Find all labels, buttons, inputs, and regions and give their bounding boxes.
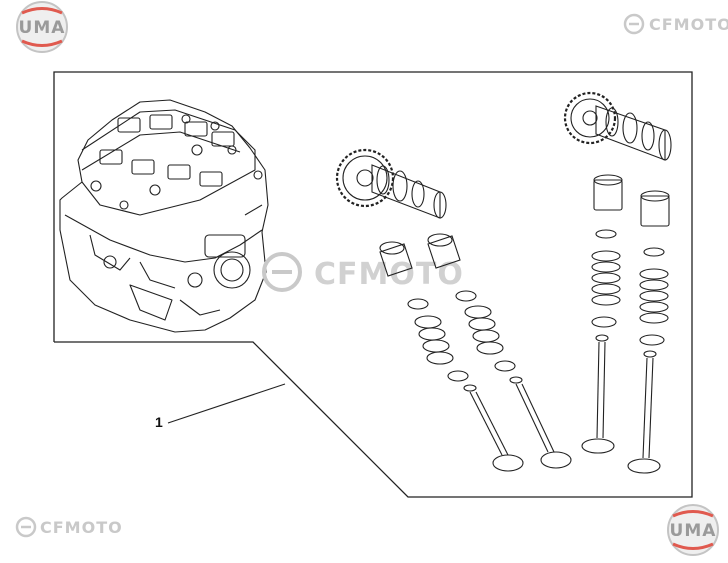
cfmoto-emblem-icon	[262, 252, 302, 292]
cfmoto-watermark-center: CFMOTO	[262, 252, 464, 292]
cfmoto-logo-text: CFMOTO	[40, 518, 123, 537]
camshaft-exhaust	[563, 91, 672, 161]
valve-assembly-right-1	[581, 174, 623, 454]
cylinder-head-assembly	[59, 99, 269, 333]
callout-1: 1	[155, 383, 286, 430]
callout-leader-line	[167, 383, 286, 424]
callout-label: 1	[155, 414, 163, 430]
uma-logo-text: UMA	[19, 18, 66, 38]
cfmoto-emblem-icon	[623, 13, 645, 35]
camshaft-intake	[335, 148, 447, 219]
cfmoto-logo-text: CFMOTO	[649, 15, 728, 34]
assembly-frame	[53, 71, 693, 498]
valve-assembly-center-1	[379, 241, 524, 472]
cfmoto-watermark-text: CFMOTO	[314, 257, 464, 292]
valve-assembly-right-2	[627, 190, 670, 474]
uma-logo-bottom-right: UMA	[667, 504, 719, 556]
cfmoto-emblem-icon	[15, 516, 37, 538]
cfmoto-logo-bottom-left: CFMOTO	[15, 516, 123, 538]
uma-logo-top-left: UMA	[16, 1, 68, 53]
cfmoto-logo-top-right: CFMOTO	[623, 13, 728, 35]
valve-assembly-center-2	[427, 233, 572, 469]
uma-logo-text: UMA	[670, 521, 717, 541]
